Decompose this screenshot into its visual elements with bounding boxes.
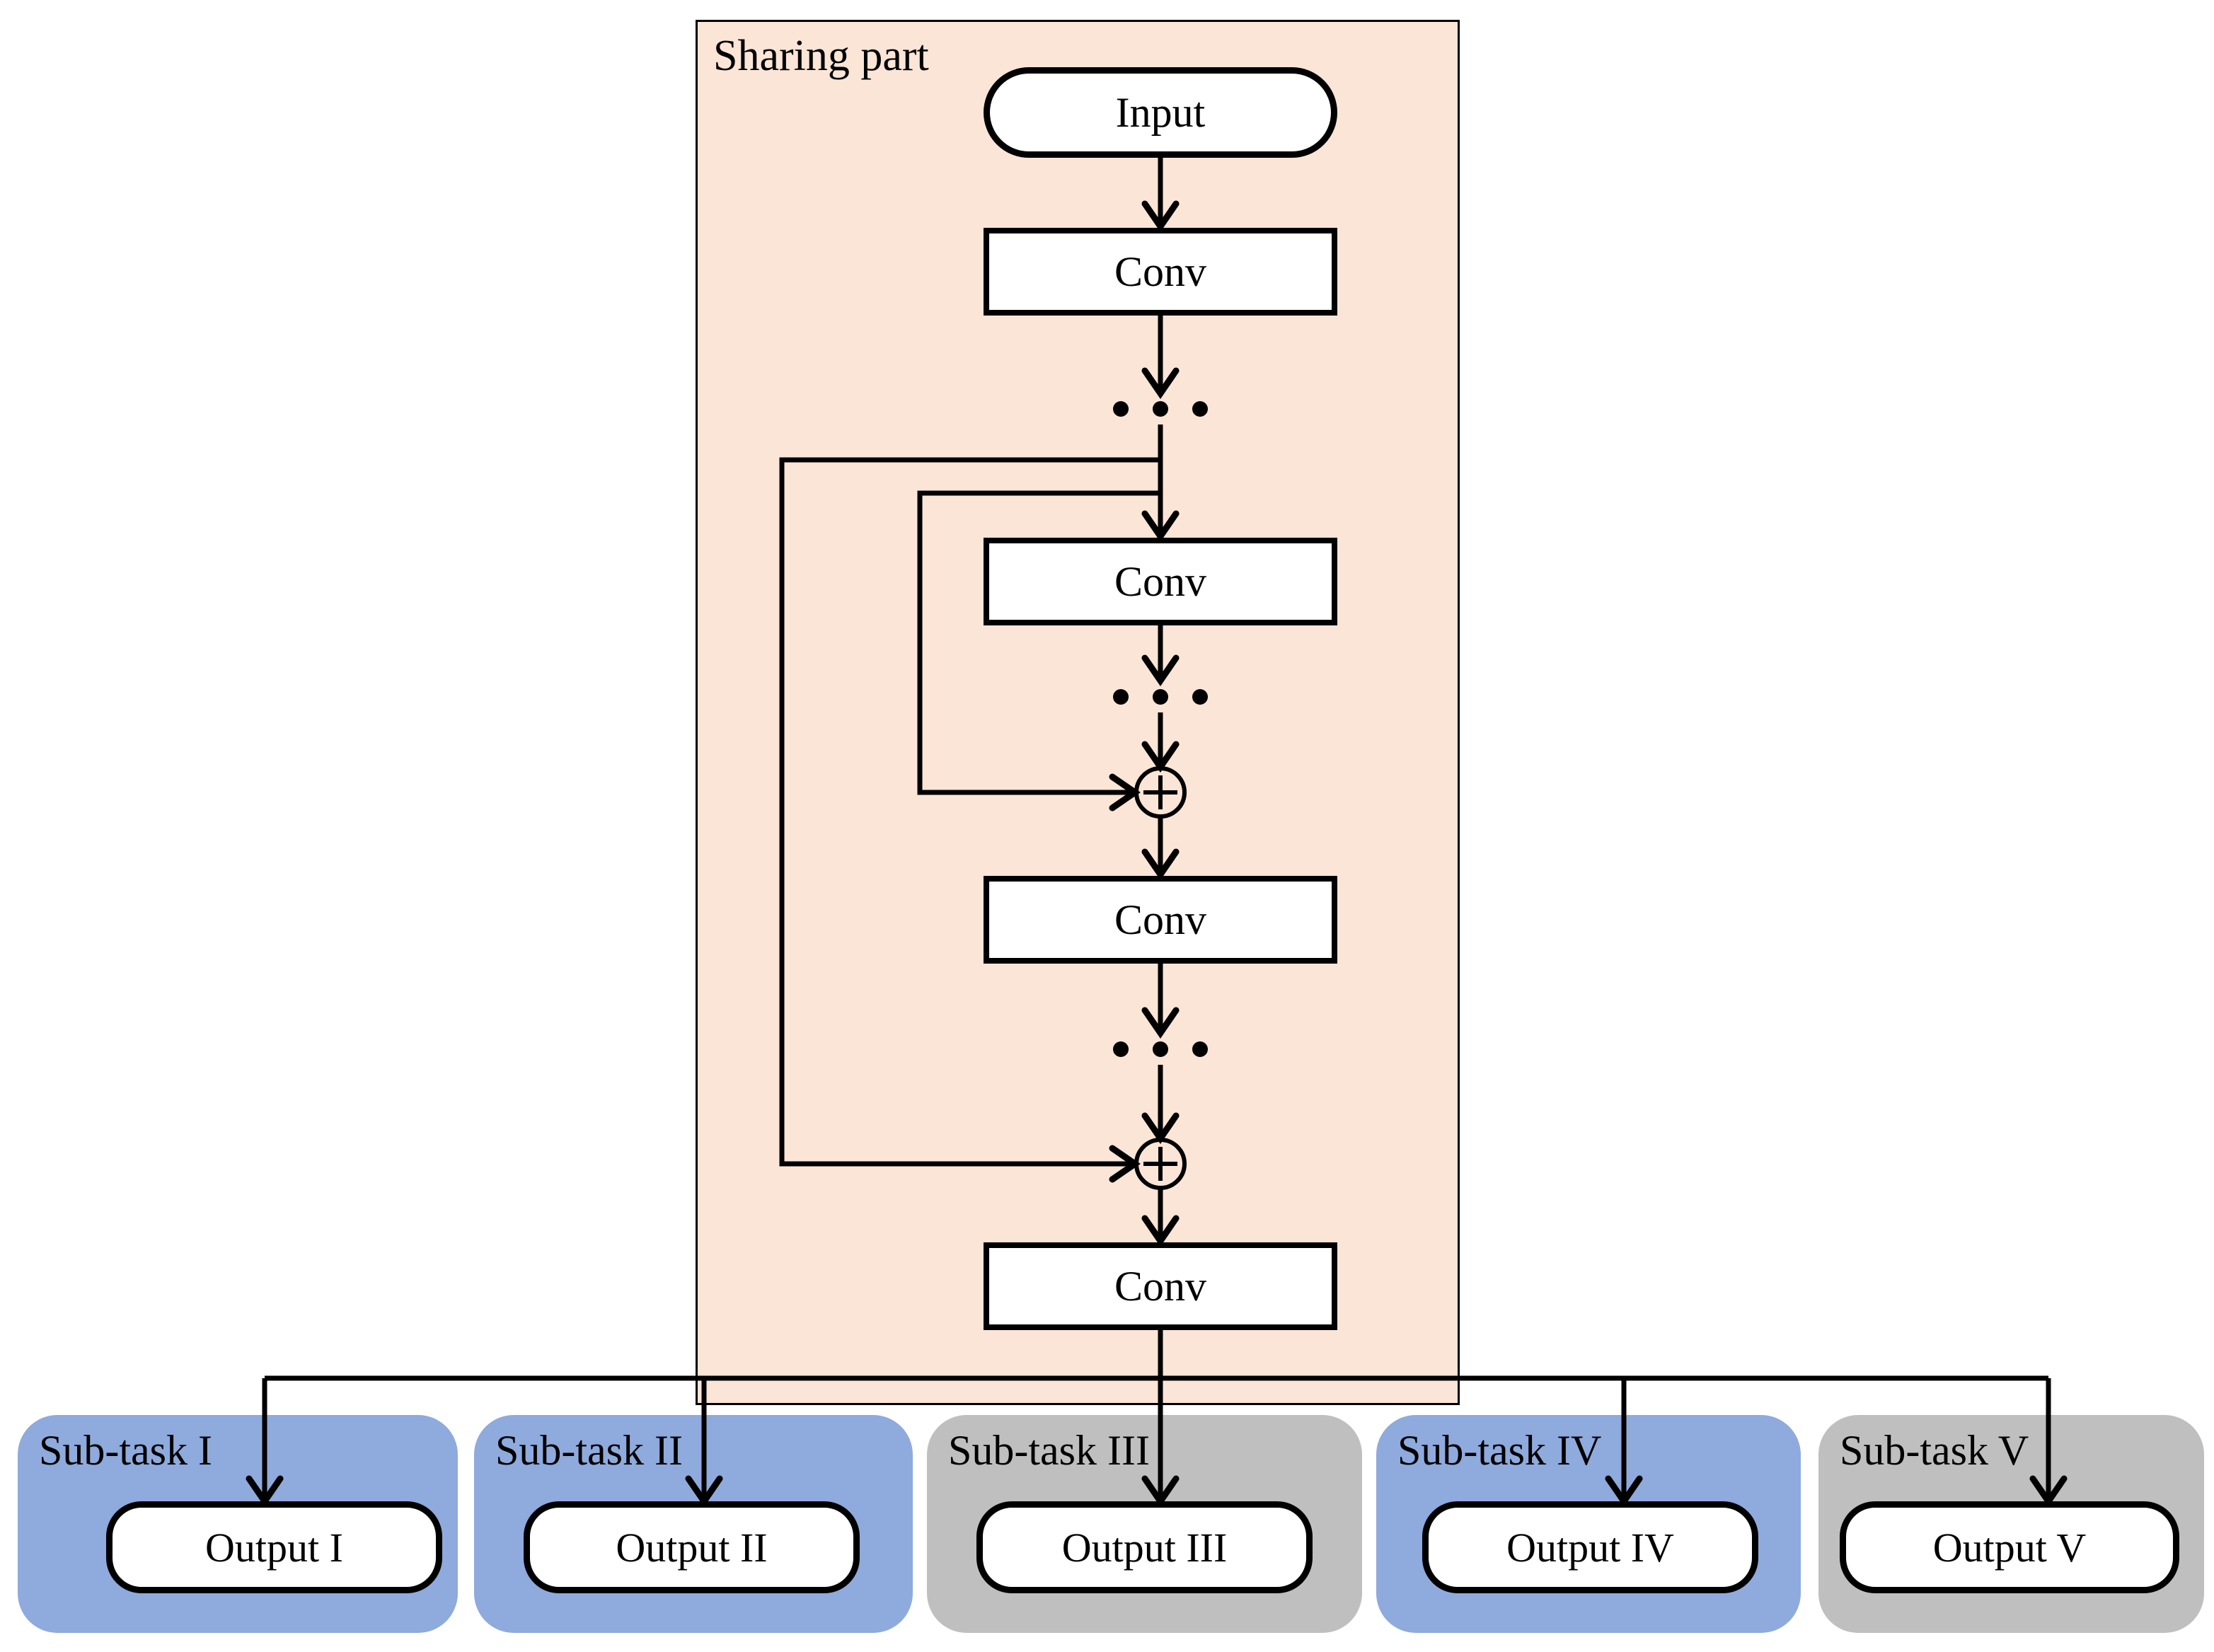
conv-node-2: Conv [984,538,1337,625]
subtask-box-3: Sub-task III Output III [927,1415,1362,1633]
subtask-box-5: Sub-task V Output V [1818,1415,2204,1633]
output-node-1: Output I [106,1501,442,1593]
conv-node-3: Conv [984,876,1337,964]
subtask-box-2: Sub-task II Output II [474,1415,913,1633]
subtask-label-2: Sub-task II [495,1427,683,1474]
subtask-box-1: Sub-task I Output I [18,1415,458,1633]
input-node: Input [984,67,1337,158]
subtask-box-4: Sub-task IV Output IV [1376,1415,1801,1633]
conv-node-4: Conv [984,1242,1337,1330]
subtask-label-3: Sub-task III [948,1427,1150,1474]
output-node-2: Output II [524,1501,860,1593]
subtask-label-5: Sub-task V [1840,1427,2029,1474]
output-node-4: Output IV [1422,1501,1758,1593]
subtask-label-1: Sub-task I [39,1427,212,1474]
output-node-3: Output III [976,1501,1313,1593]
conv-node-1: Conv [984,228,1337,316]
sharing-part-label: Sharing part [713,32,929,80]
output-node-5: Output V [1840,1501,2179,1593]
subtask-label-4: Sub-task IV [1397,1427,1602,1474]
